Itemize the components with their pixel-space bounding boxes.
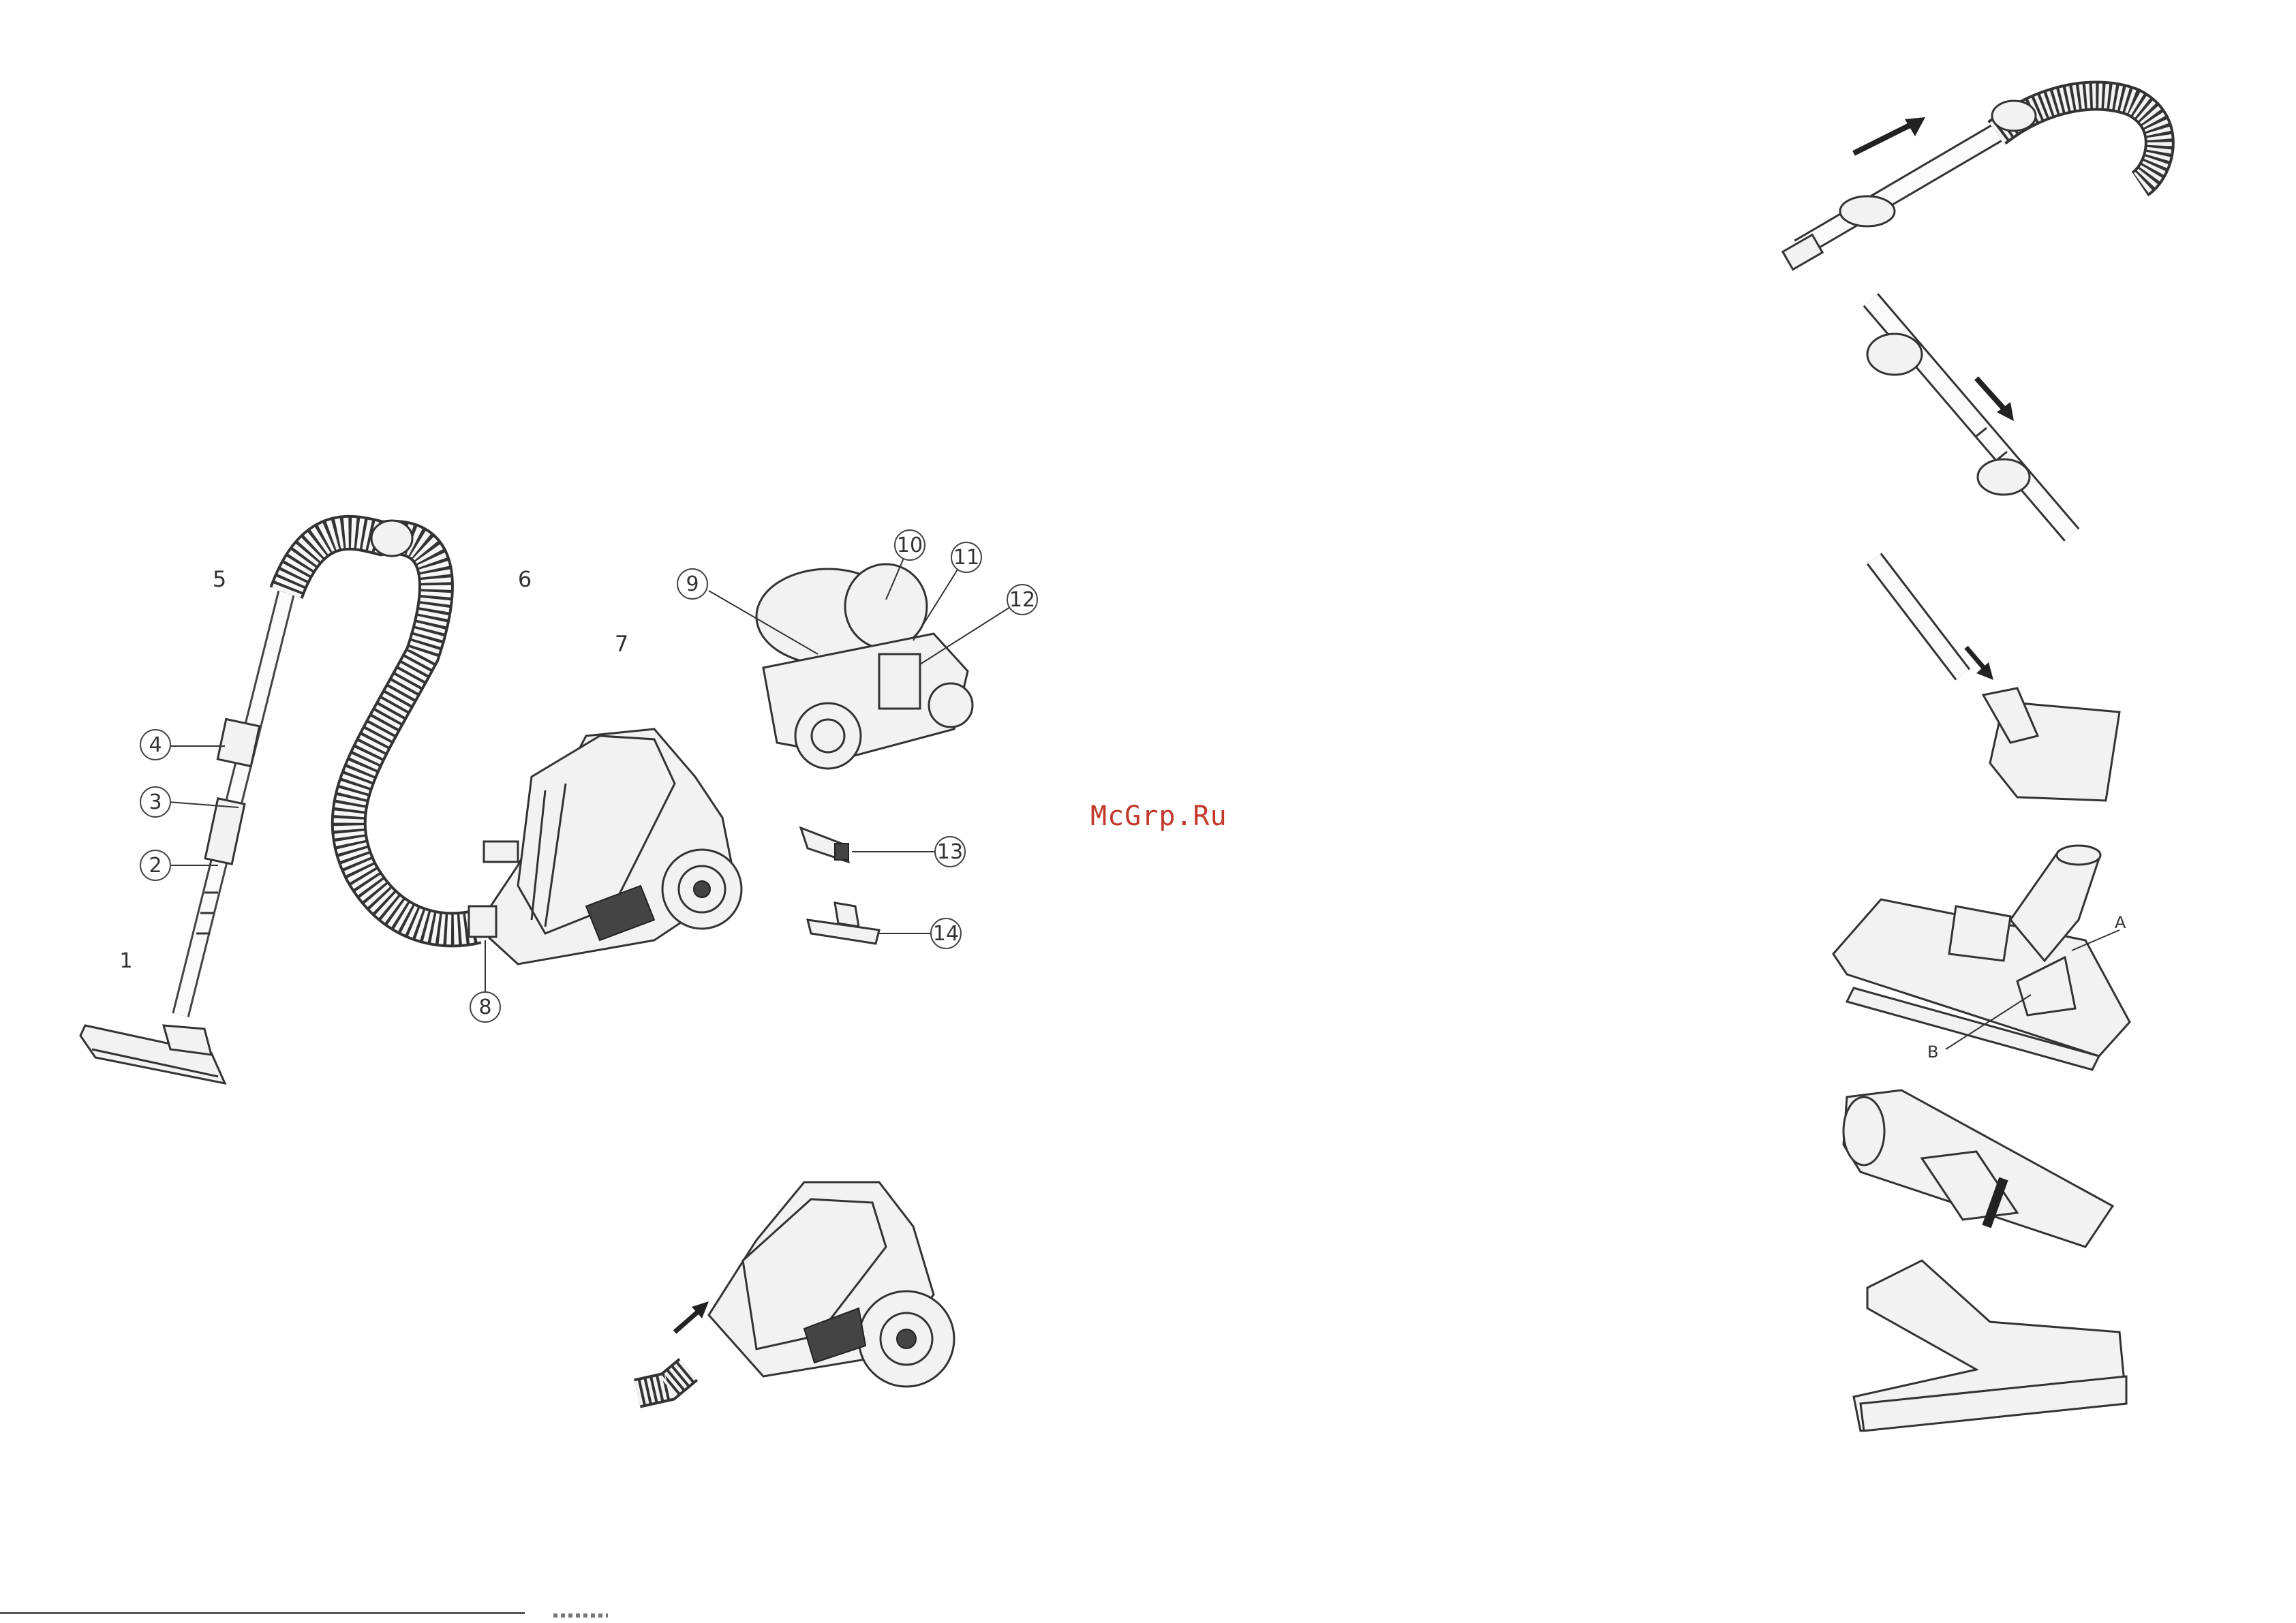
upholstery-nozzle-icon <box>1854 1261 2126 1431</box>
page-rule <box>0 1612 525 1614</box>
page-marks <box>553 1613 608 1618</box>
